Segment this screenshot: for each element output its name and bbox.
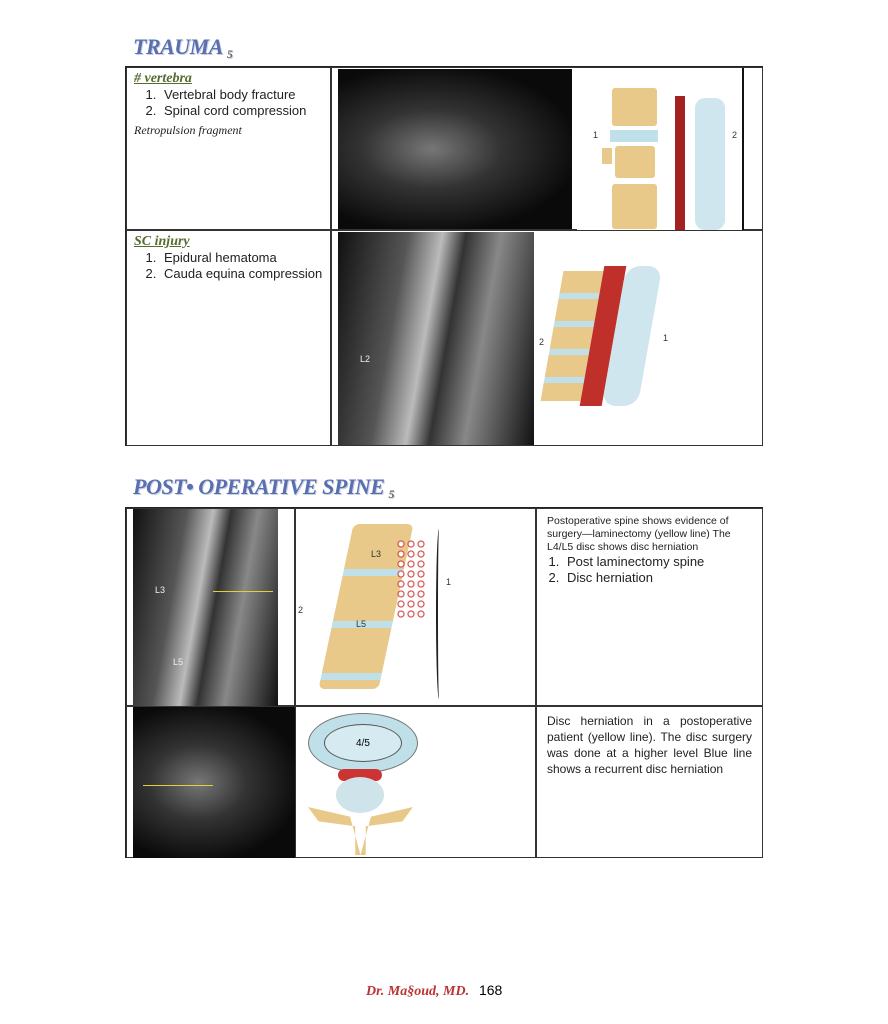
sc-injury-diagram: 2 1	[539, 261, 669, 411]
list-item: Cauda equina compression	[160, 266, 323, 282]
herniation-description: Disc herniation in a postoperative patie…	[547, 714, 752, 776]
page-number: 168	[478, 982, 503, 998]
diagram-label: L3	[371, 549, 382, 559]
postop-list: Post laminectomy spine Disc herniation	[563, 554, 752, 586]
postop-diagram: L3 L5 1 2	[298, 519, 476, 699]
diagram-label: 4/5	[324, 724, 402, 762]
mri-label: L3	[155, 585, 166, 595]
sc-injury-list: Epidural hematoma Cauda equina compressi…	[160, 250, 323, 282]
diagram-label: 2	[298, 605, 304, 615]
list-item: Vertebral body fracture	[160, 87, 323, 103]
sc-injury-text-cell: SC injury Epidural hematoma Cauda equina…	[126, 230, 331, 446]
postop-table: L3 L5 L3 L5 1 2 Postoperative spine show…	[125, 507, 763, 858]
diagram-label: 2	[539, 337, 545, 347]
postop-mri-image: L3 L5	[133, 509, 278, 706]
postop-text-cell: Postoperative spine shows evidence of su…	[536, 508, 763, 706]
sc-injury-image-cell: L2 2 1	[331, 230, 763, 446]
diagram-label: L5	[356, 619, 367, 629]
postop-diagram-cell: L3 L5 1 2	[295, 508, 536, 706]
list-item: Spinal cord compression	[160, 103, 323, 119]
list-item: Post laminectomy spine	[563, 554, 752, 570]
trauma-title-sub: 5	[226, 47, 233, 61]
herniation-diagram-cell: 4/5	[295, 706, 536, 858]
diagram-label: 1	[663, 333, 669, 343]
vertebra-heading: # vertebra	[134, 71, 192, 86]
diagram-label: 2	[732, 130, 738, 140]
diagram-label: 1	[446, 577, 452, 587]
disc-diagram: 4/5	[308, 713, 418, 773]
vertebra-diagram: 1 2	[577, 68, 742, 230]
page-footer: Dr. Ma§oud, MD. 168	[366, 982, 502, 1000]
mri-label: L2	[360, 354, 371, 364]
footer-author: Dr. Ma§oud, MD.	[366, 984, 470, 999]
list-item: Disc herniation	[563, 570, 752, 586]
diagram-label: 1	[593, 130, 599, 140]
list-item: Epidural hematoma	[160, 250, 323, 266]
trauma-table: # vertebra Vertebral body fracture Spina…	[125, 66, 763, 446]
sc-injury-heading: SC injury	[134, 234, 190, 249]
postop-title: POST• OPERATIVE SPINE	[133, 474, 385, 499]
retropulsion-note: Retropulsion fragment	[134, 123, 242, 137]
vertebra-mri-image	[338, 69, 572, 229]
postop-description: Postoperative spine shows evidence of su…	[547, 515, 731, 553]
postop-mri-cell: L3 L5	[126, 508, 295, 706]
vertebra-image-cell: 1 2	[331, 67, 763, 230]
postop-title-sub: 5	[388, 487, 394, 501]
mri-label: L5	[173, 657, 184, 667]
herniation-mri-cell	[126, 706, 296, 858]
trauma-title: TRAUMA	[133, 34, 223, 59]
divider-line	[742, 68, 744, 230]
herniation-mri-image	[133, 707, 296, 858]
sc-injury-mri-image: L2	[338, 232, 534, 445]
vertebra-text-cell: # vertebra Vertebral body fracture Spina…	[126, 67, 331, 230]
herniation-text-cell: Disc herniation in a postoperative patie…	[536, 706, 763, 858]
vertebra-list: Vertebral body fracture Spinal cord comp…	[160, 87, 323, 119]
